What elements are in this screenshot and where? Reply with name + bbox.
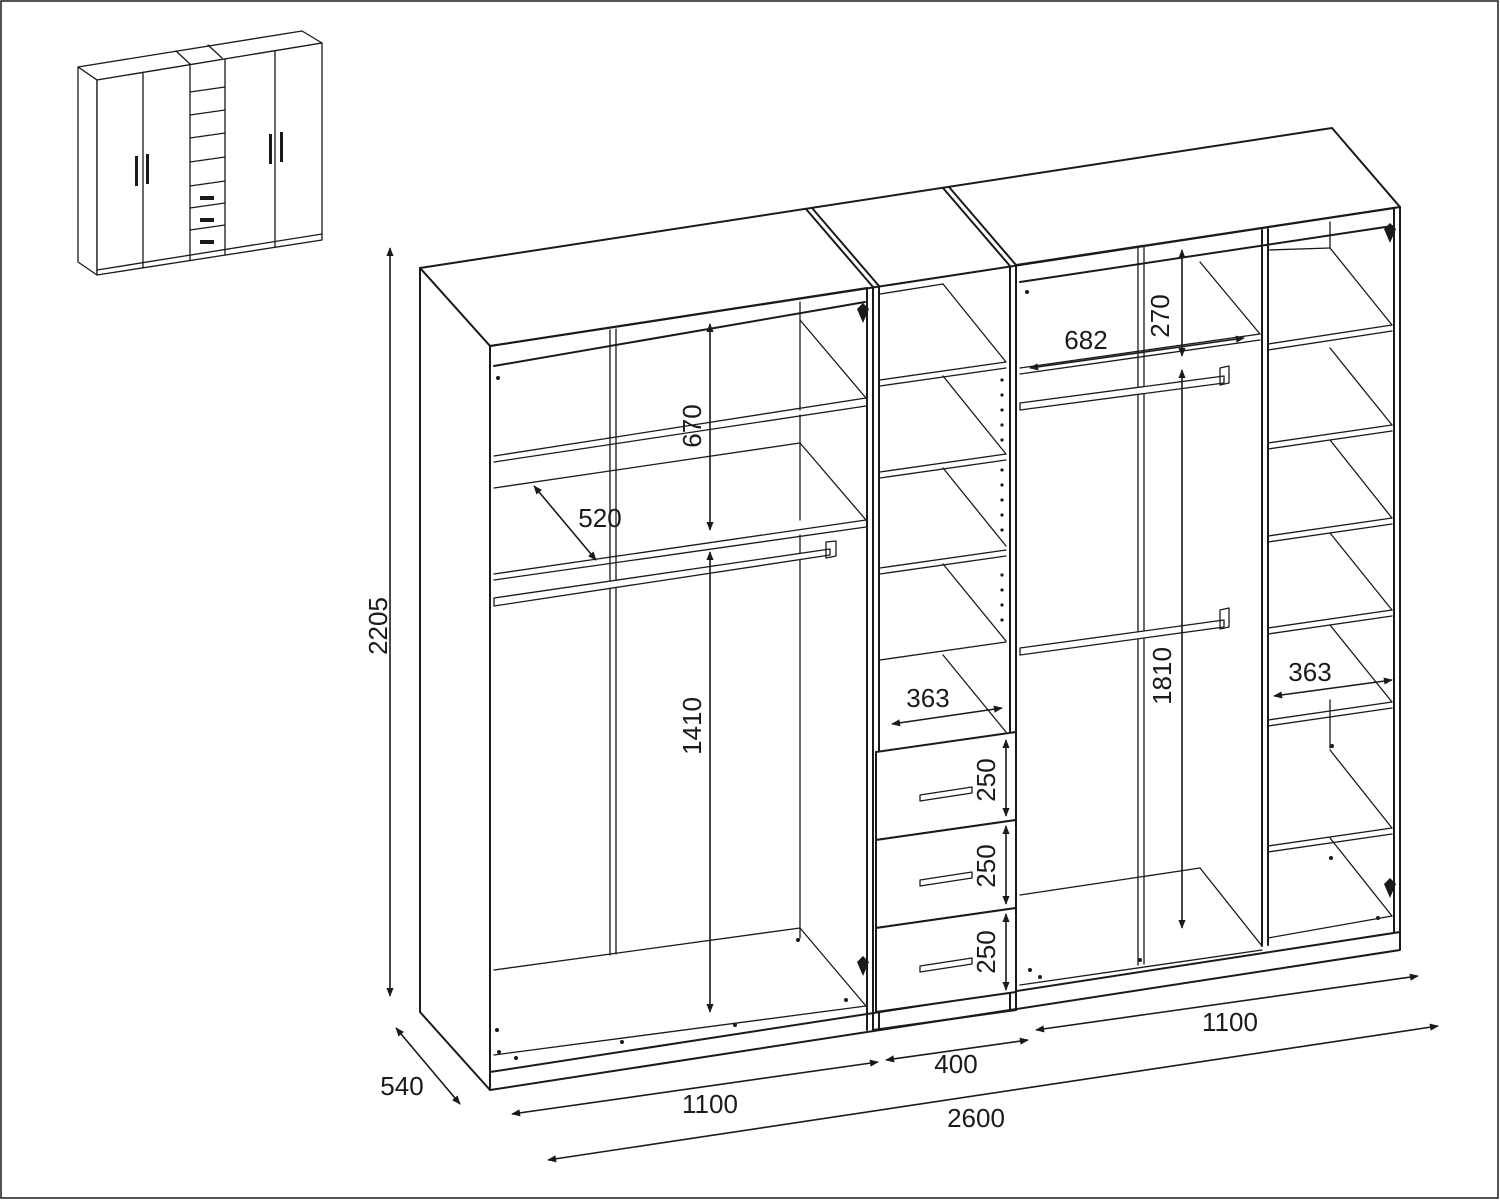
dim-line-width-right: [1035, 973, 1419, 1033]
dim-drawer-2: 250: [971, 844, 1001, 887]
dim-line-middle-shelf-width: [891, 705, 1003, 727]
dim-width-right: 1100: [1202, 1007, 1258, 1037]
thumb-side: [77, 66, 98, 276]
dim-right-top-gap: 270: [1145, 294, 1175, 337]
dim-height-total: 2205: [363, 597, 393, 655]
thumb-door-handle-1: [135, 156, 138, 186]
thumb-door-handle-2: [146, 154, 149, 184]
open-wardrobe: [419, 127, 1401, 1091]
dimension-lines: [386, 247, 1439, 1163]
left-side-panel: [419, 267, 491, 1091]
left-hinge-bottom: [857, 956, 869, 976]
drawer-3-handle: [919, 957, 973, 973]
left-section: [489, 286, 874, 1091]
dim-line-right-rail-width: [1029, 335, 1245, 371]
dim-line-left-shelf-depth: [533, 485, 597, 561]
dim-right-shelf-width: 363: [1288, 657, 1331, 687]
top-panel: [419, 127, 1401, 347]
thumb-drawer-handle-1: [200, 196, 214, 200]
dim-width-middle: 400: [934, 1049, 977, 1079]
right-lower-rail: [1019, 619, 1225, 656]
dim-drawer-1: 250: [971, 758, 1001, 801]
right-hinge-bottom: [1384, 878, 1396, 898]
dim-middle-shelf-width: 363: [906, 683, 949, 713]
dim-left-shelf-depth: 520: [578, 503, 621, 533]
dim-line-width-left: [511, 1059, 879, 1117]
middle-section: [872, 264, 1017, 1031]
dim-right-hanging-height: 1810: [1147, 647, 1177, 705]
thumb-door-handle-4: [280, 132, 283, 162]
thumb-door-handle-3: [269, 134, 272, 164]
dim-line-depth: [395, 1027, 461, 1105]
dim-left-shelf-gap: 670: [677, 404, 707, 447]
right-section: [1015, 206, 1401, 986]
drawer-3: [875, 907, 1017, 1013]
dim-line-right-shelf-width: [1273, 677, 1393, 699]
dim-depth: 540: [380, 1071, 423, 1101]
dim-drawer-3: 250: [971, 930, 1001, 973]
dim-line-width-middle: [885, 1037, 1029, 1063]
dim-width-left: 1100: [682, 1089, 738, 1119]
thumb-drawer-handle-3: [200, 240, 214, 244]
closed-wardrobe-thumbnail: [77, 30, 323, 276]
left-hinge-top: [857, 303, 869, 323]
thumb-drawer-handle-2: [200, 218, 214, 222]
drawer-2-handle: [919, 871, 973, 887]
left-hanging-rail: [493, 548, 831, 607]
dim-line-width-total: [547, 1023, 1439, 1163]
dimension-labels: 2205 540 2600 1100 400 1100 670 520 1410…: [363, 294, 1332, 1133]
dim-right-rail-width: 682: [1064, 325, 1107, 355]
dim-left-hanging-height: 1410: [677, 697, 707, 755]
right-hinge-top: [1384, 223, 1396, 243]
drawer-1-handle: [919, 786, 973, 802]
right-upper-rail: [1019, 375, 1225, 411]
dim-width-total: 2600: [947, 1103, 1005, 1133]
